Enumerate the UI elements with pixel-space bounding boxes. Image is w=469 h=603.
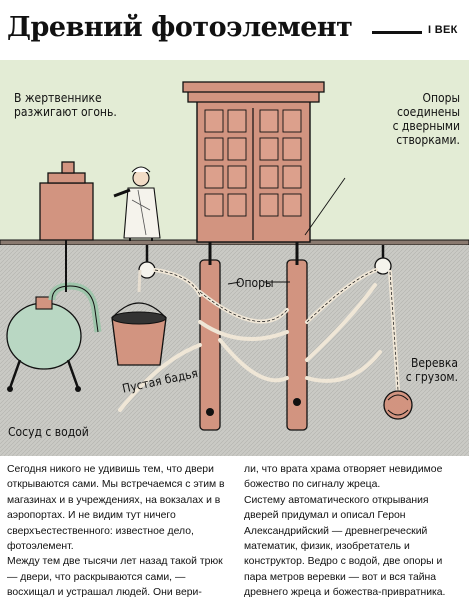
label-line: Опоры [422, 91, 460, 105]
rope-weight [383, 390, 413, 420]
article-column-2: ли, что врата храма отворяет невидимое б… [244, 462, 466, 601]
label-line: с грузом. [405, 370, 458, 384]
article-paragraph: Сегодня никого не удивишь тем, что двери… [7, 464, 225, 553]
article-column-1: Сегодня никого не удивишь тем, что двери… [7, 462, 229, 601]
label-water-vessel: Сосуд с водой [8, 425, 89, 439]
label-rope-weight: Веревка с грузом. [380, 356, 458, 384]
article-paragraph: Систему автоматического открывания двере… [244, 494, 446, 599]
label-line: В жертвеннике [14, 91, 102, 105]
page-header: Древний фотоэлемент I ВЕК [0, 0, 469, 58]
label-pointers [227, 177, 346, 285]
temple-doors [182, 81, 325, 243]
label-supports-doors: Опоры соединены с дверными створками. [370, 91, 460, 147]
priest-figure [113, 166, 161, 241]
page-title: Древний фотоэлемент [7, 12, 353, 43]
empty-bucket [111, 302, 167, 366]
article-paragraph: ли, что врата храма отворяет невидимое б… [244, 464, 443, 491]
mechanism-illustration: В жертвеннике разжигают огонь. Опоры сое… [0, 60, 469, 456]
illustration-drawing [0, 60, 469, 456]
label-line: разжигают огонь. [14, 105, 117, 119]
label-line: с дверными [392, 119, 460, 133]
label-supports: Опоры [236, 276, 274, 290]
label-altar-fire: В жертвеннике разжигают огонь. [14, 91, 117, 119]
label-line: створками. [396, 133, 460, 147]
rope-outline [154, 269, 399, 391]
water-vessel [6, 296, 82, 392]
title-rule [372, 31, 422, 34]
label-line: соединены [397, 105, 460, 119]
label-line: Веревка [410, 356, 458, 370]
century-badge: I ВЕК [428, 24, 458, 36]
altar [39, 161, 94, 241]
article-paragraph: Между тем две тысячи лет назад такой трю… [7, 556, 223, 599]
